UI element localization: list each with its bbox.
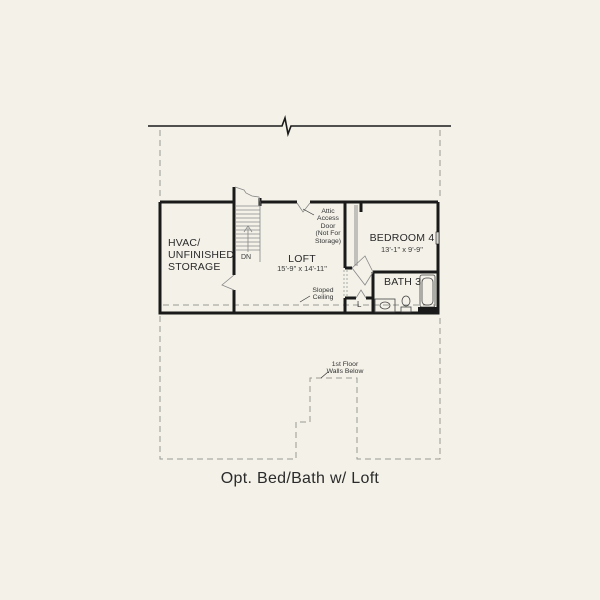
- staircase: [234, 186, 261, 262]
- windows: [435, 231, 440, 245]
- stair-direction-label: DN: [241, 254, 252, 261]
- attic-access-note: Attic Access Door (Not For Storage): [314, 208, 342, 245]
- loft-label: LOFT 15'-9" x 14'-11": [262, 253, 342, 274]
- linen-closet-label: L: [357, 300, 362, 309]
- storage-label-line3: STORAGE: [168, 261, 221, 274]
- bedroom4-label: BEDROOM 4 13'-1" x 9'-9": [366, 232, 438, 255]
- railing-opening: [343, 270, 348, 296]
- sloped-ceiling-note: Sloped Ceiling: [312, 287, 334, 302]
- tub-base: [418, 307, 438, 313]
- walls: [158, 187, 440, 315]
- break-line: [148, 115, 451, 137]
- loft-name: LOFT: [288, 253, 316, 265]
- storage-label-line1: HVAC/: [168, 237, 201, 249]
- dashed-guides: [159, 130, 441, 460]
- storage-label-line2: UNFINISHED: [168, 249, 235, 262]
- storage-label: HVAC/ UNFINISHED STORAGE: [168, 237, 234, 273]
- closet-rod: [354, 205, 358, 266]
- plan-title: Opt. Bed/Bath w/ Loft: [220, 470, 380, 487]
- first-floor-walls-note: 1st Floor Walls Below: [326, 361, 364, 376]
- bath3-label: BATH 3: [384, 276, 422, 288]
- leaders: [299, 208, 329, 379]
- bedroom4-dimensions: 13'-1" x 9'-9": [381, 245, 423, 255]
- door-swings: [221, 202, 374, 299]
- loft-dimensions: 15'-9" x 14'-11": [277, 264, 327, 274]
- bedroom4-name: BEDROOM 4: [369, 232, 435, 244]
